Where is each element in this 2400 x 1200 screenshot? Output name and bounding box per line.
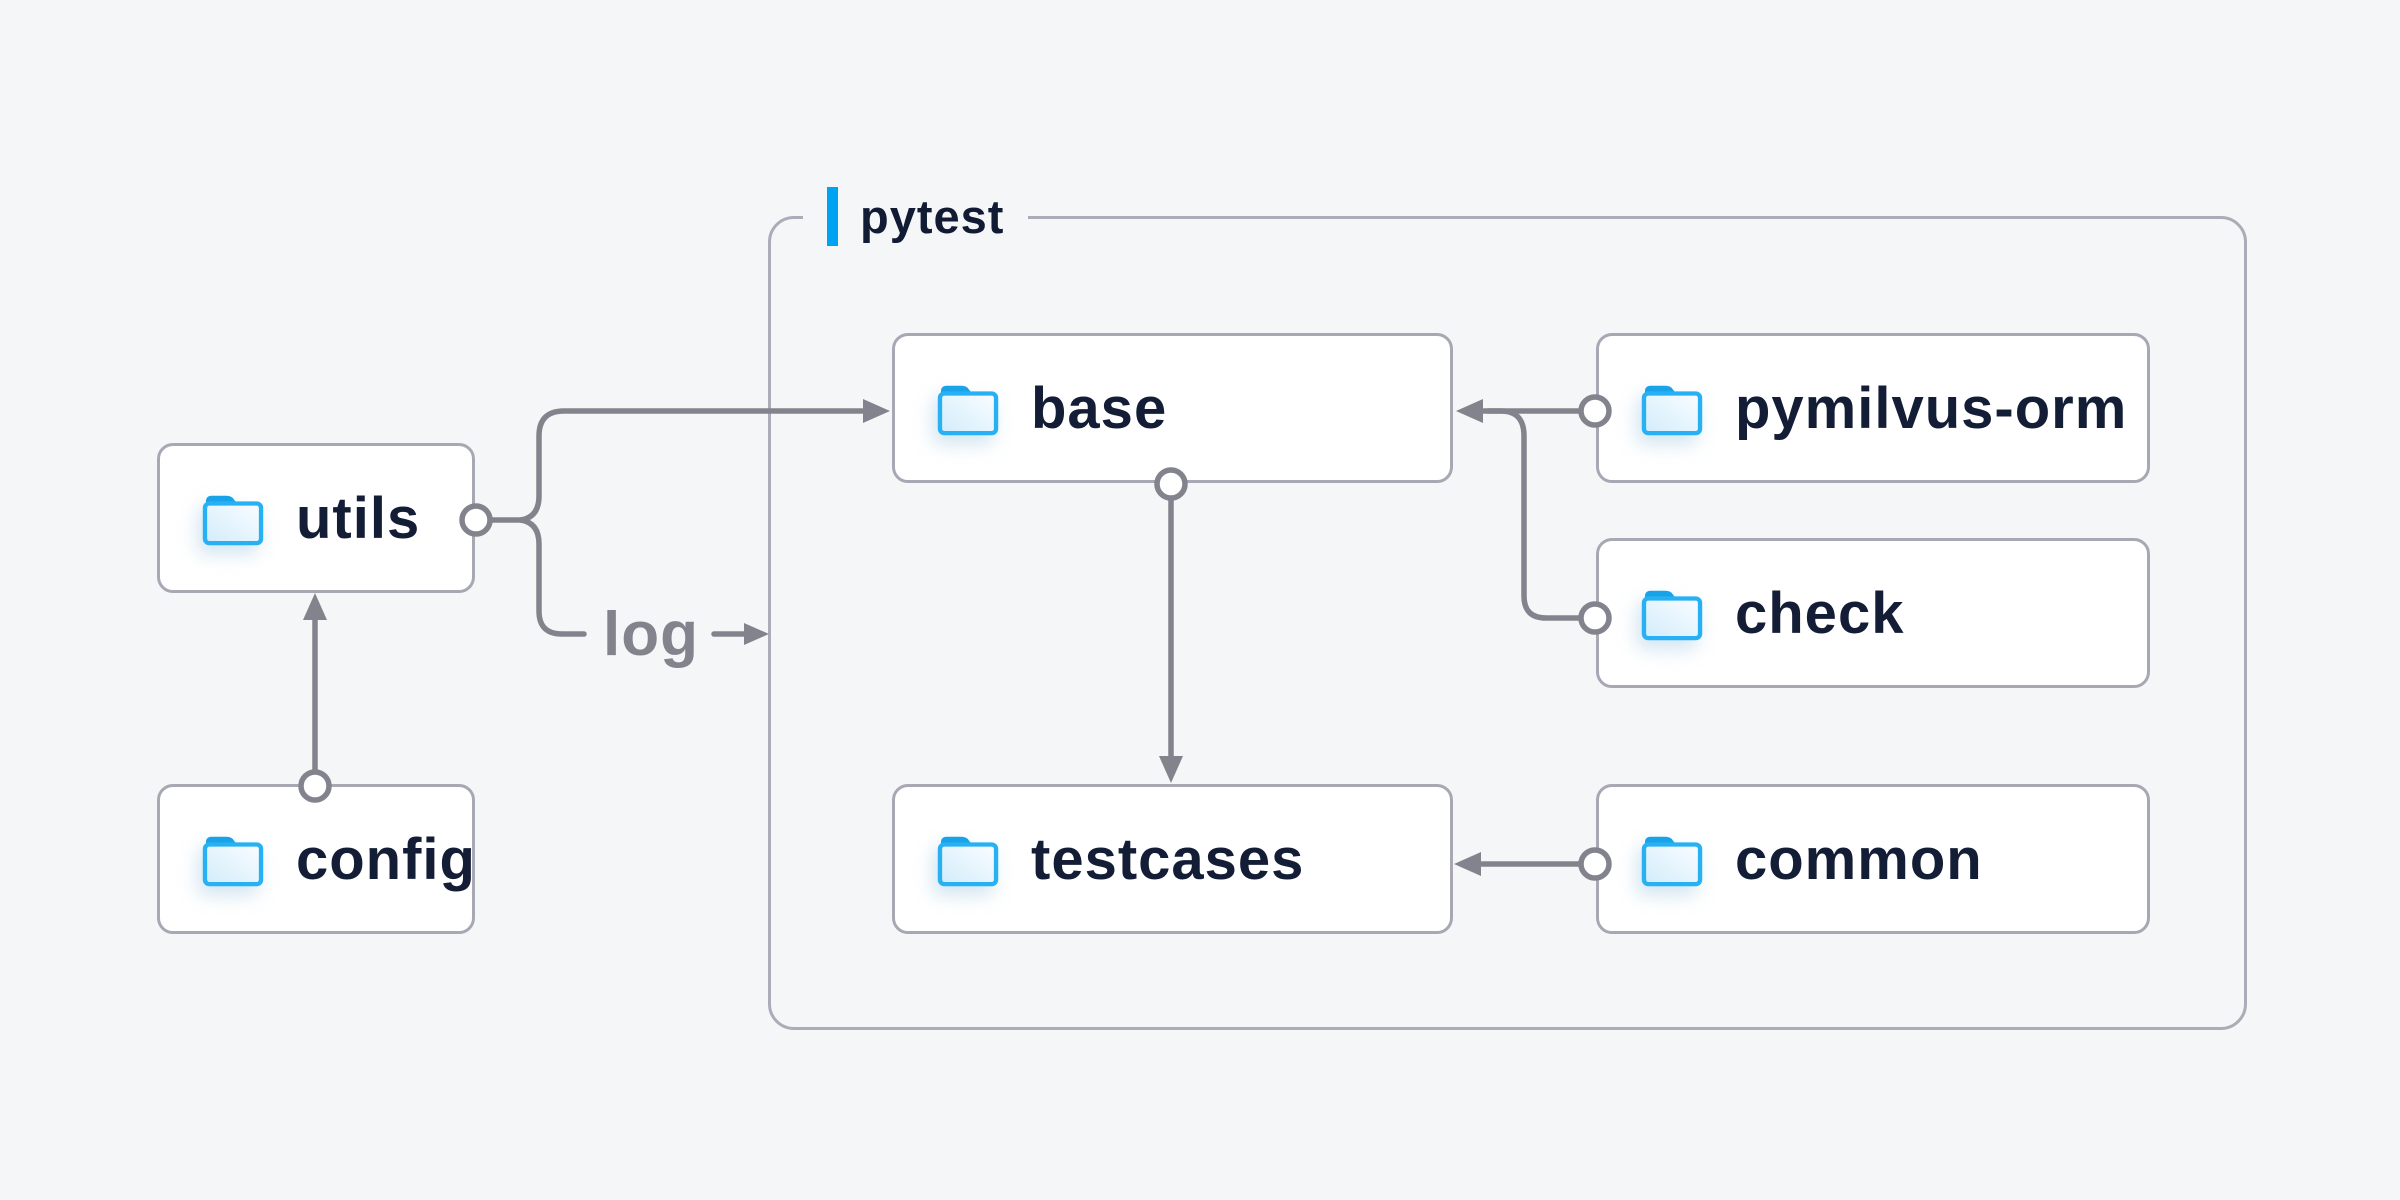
node-config: config <box>157 784 475 934</box>
folder-icon <box>937 385 999 436</box>
node-check: check <box>1596 538 2150 688</box>
node-common: common <box>1596 784 2150 934</box>
accent-bar <box>827 186 838 246</box>
node-label: testcases <box>1031 826 1305 892</box>
folder-icon <box>202 495 264 546</box>
pytest-group-title: pytest <box>860 189 1005 243</box>
folder-icon <box>202 836 264 887</box>
node-label: pymilvus-orm <box>1735 375 2128 441</box>
node-label: base <box>1031 375 1168 441</box>
edge-label-log: log <box>603 599 699 669</box>
node-pymilvus-orm: pymilvus-orm <box>1596 333 2150 483</box>
node-utils: utils <box>157 443 475 593</box>
folder-icon <box>1641 590 1703 641</box>
edge-config-to-utils <box>298 593 332 803</box>
log-arrow-icon <box>711 623 769 645</box>
pytest-group-container <box>768 216 2247 1030</box>
node-label: config <box>296 826 476 892</box>
node-label: utils <box>296 485 421 551</box>
node-testcases: testcases <box>892 784 1453 934</box>
folder-icon <box>1641 836 1703 887</box>
node-label: common <box>1735 826 1983 892</box>
node-label: check <box>1735 580 1905 646</box>
node-base: base <box>892 333 1453 483</box>
edge-utils-to-log <box>518 517 587 637</box>
folder-icon <box>937 836 999 887</box>
folder-icon <box>1641 385 1703 436</box>
pytest-group-label: pytest <box>803 184 1029 248</box>
